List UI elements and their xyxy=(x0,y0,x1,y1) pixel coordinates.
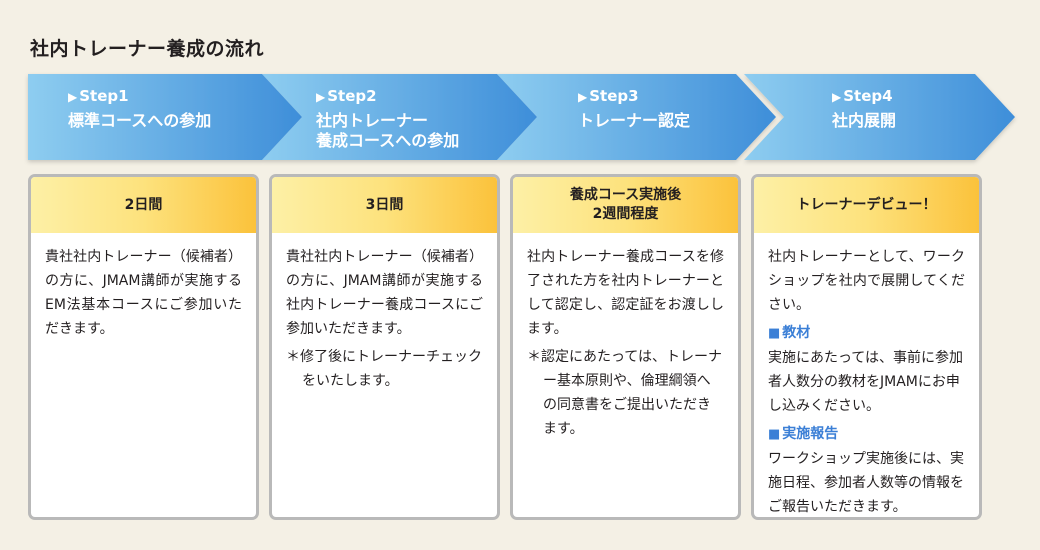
play-triangle-icon: ▶ xyxy=(832,90,842,104)
card-step1-duration: 2日間 xyxy=(31,177,256,233)
card-step2: 3日間 貴社社内トレーナー（候補者）の方に、JMAM講師が実施する社内トレーナー… xyxy=(269,174,500,520)
play-triangle-icon: ▶ xyxy=(578,90,588,104)
step2-arrow xyxy=(262,74,537,160)
card-step3-note: ＊認定にあたっては、トレーナー基本原則や、倫理綱領への同意書をご提出いただきます… xyxy=(527,349,723,437)
card-step2-description: 貴社社内トレーナー（候補者）の方に、JMAM講師が実施する社内トレーナー養成コー… xyxy=(286,249,483,337)
section-materials-text: 実施にあたっては、事前に参加者人数分の教材をJMAMにお申し込みください。 xyxy=(768,350,964,414)
card-step4-section-materials: ■教材 xyxy=(768,321,965,346)
card-step4-duration: トレーナーデビュー！ xyxy=(754,177,979,233)
step3-arrow xyxy=(497,74,776,160)
step3-label: トレーナー認定 xyxy=(578,111,691,130)
step3: ▶Step3 トレーナー認定 xyxy=(578,86,690,131)
card-step3-duration: 養成コース実施後 2週間程度 xyxy=(513,177,738,233)
card-step4-section-report: ■実施報告 xyxy=(768,422,965,447)
card-step1-description: 貴社社内トレーナー（候補者）の方に、JMAM講師が実施するEM法基本コースにご参… xyxy=(45,249,242,337)
step1-label: 標準コースへの参加 xyxy=(68,111,212,130)
section-report-text: ワークショップ実施後には、実施日程、参加者人数等の情報をご報告いただきます。 xyxy=(768,451,964,515)
card-step2-duration: 3日間 xyxy=(272,177,497,233)
card-step4: トレーナーデビュー！ 社内トレーナーとして、ワークショップを社内で展開してくださ… xyxy=(751,174,982,520)
step2-label: 社内トレーナー 養成コースへの参加 xyxy=(316,111,460,150)
step4-arrow xyxy=(744,74,1015,160)
section-materials-title: 教材 xyxy=(782,325,811,341)
step1: ▶Step1 標準コースへの参加 xyxy=(68,86,211,131)
step1-arrow xyxy=(28,74,302,160)
blue-square-icon: ■ xyxy=(768,326,781,341)
step4-label: 社内展開 xyxy=(832,111,897,130)
step2: ▶Step2 社内トレーナー 養成コースへの参加 xyxy=(316,86,459,151)
page-title: 社内トレーナー養成の流れ xyxy=(30,38,265,60)
section-report-title: 実施報告 xyxy=(782,426,839,442)
step-flow: ▶Step1 標準コースへの参加 ▶Step2 社内トレーナー 養成コースへの参… xyxy=(0,0,1040,170)
step3-number: Step3 xyxy=(589,87,639,105)
card-step1: 2日間 貴社社内トレーナー（候補者）の方に、JMAM講師が実施するEM法基本コー… xyxy=(28,174,259,520)
step2-number: Step2 xyxy=(327,87,377,105)
card-step3-description: 社内トレーナー養成コースを修了された方を社内トレーナーとして認定し、認定証をお渡… xyxy=(527,249,724,337)
step4: ▶Step4 社内展開 xyxy=(832,86,896,131)
card-step3: 養成コース実施後 2週間程度 社内トレーナー養成コースを修了された方を社内トレー… xyxy=(510,174,741,520)
blue-square-icon: ■ xyxy=(768,427,781,442)
play-triangle-icon: ▶ xyxy=(316,90,326,104)
step-arrows xyxy=(28,74,1015,160)
step1-number: Step1 xyxy=(79,87,129,105)
card-step4-description: 社内トレーナーとして、ワークショップを社内で展開してください。 xyxy=(768,249,965,313)
card-step2-note: ＊修了後にトレーナーチェックをいたします。 xyxy=(286,349,482,389)
play-triangle-icon: ▶ xyxy=(68,90,78,104)
step4-number: Step4 xyxy=(843,87,893,105)
